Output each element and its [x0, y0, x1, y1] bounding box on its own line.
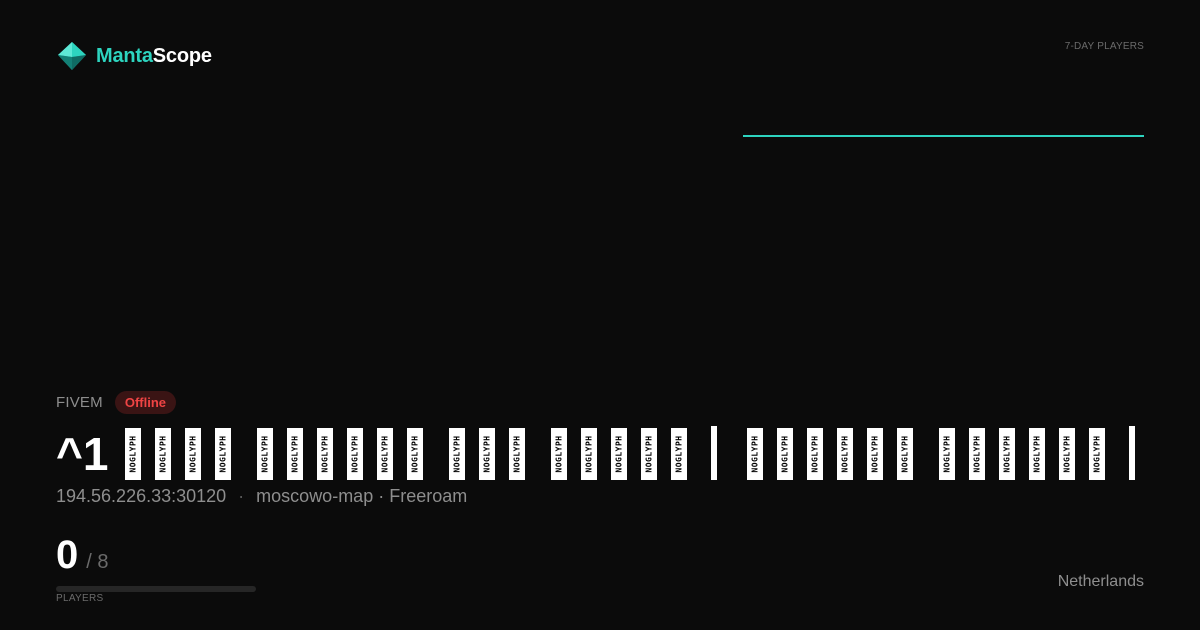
missing-glyph-box: NOGLYPH: [508, 428, 525, 480]
missing-glyph-box: NOGLYPH: [896, 428, 913, 480]
missing-glyph-label: NOGLYPH: [188, 435, 198, 473]
players-chart-svg: [743, 135, 1144, 137]
manta-logo-icon: [58, 42, 86, 70]
missing-glyph-label: NOGLYPH: [1092, 435, 1102, 473]
brand-name-part2: Scope: [152, 44, 212, 67]
separator-dot-2: ·: [378, 486, 385, 506]
missing-glyph-box: NOGLYPH: [776, 428, 793, 480]
missing-glyph-label: NOGLYPH: [512, 435, 522, 473]
brand-name-part1: Manta: [96, 44, 153, 67]
missing-glyph-label: NOGLYPH: [128, 435, 138, 473]
missing-glyph-box: NOGLYPH: [184, 428, 201, 480]
missing-glyph-label: NOGLYPH: [674, 435, 684, 473]
missing-glyph-box: NOGLYPH: [316, 428, 333, 480]
server-meta: FIVEM Offline: [56, 390, 177, 414]
missing-glyph-label: NOGLYPH: [1062, 435, 1072, 473]
missing-glyph-label: NOGLYPH: [1032, 435, 1042, 473]
missing-glyph-box: NOGLYPH: [746, 428, 763, 480]
missing-glyph-box: NOGLYPH: [968, 428, 985, 480]
missing-glyph-label: NOGLYPH: [260, 435, 270, 473]
server-details: 194.56.226.33:30120·moscowo-map · Freero…: [56, 484, 467, 508]
missing-glyph-label: NOGLYPH: [840, 435, 850, 473]
missing-glyph-label: NOGLYPH: [1002, 435, 1012, 473]
missing-glyph-box: NOGLYPH: [580, 428, 597, 480]
missing-glyph-box: NOGLYPH: [154, 428, 171, 480]
missing-glyph-box: NOGLYPH: [550, 428, 567, 480]
missing-glyph-label: NOGLYPH: [554, 435, 564, 473]
server-map: moscowo-map: [256, 486, 374, 506]
missing-glyph-label: NOGLYPH: [644, 435, 654, 473]
missing-glyph-box: NOGLYPH: [640, 428, 657, 480]
missing-glyph-label: NOGLYPH: [380, 435, 390, 473]
missing-glyph-label: NOGLYPH: [290, 435, 300, 473]
missing-glyph-box: NOGLYPH: [256, 428, 273, 480]
missing-glyph-box: NOGLYPH: [866, 428, 883, 480]
separator-dot: ·: [238, 486, 245, 506]
game-label: FIVEM: [56, 393, 103, 411]
missing-glyph-label: NOGLYPH: [780, 435, 790, 473]
missing-glyph-box: NOGLYPH: [286, 428, 303, 480]
missing-glyph-box: NOGLYPH: [938, 428, 955, 480]
missing-glyph-box: NOGLYPH: [610, 428, 627, 480]
players-progress-bar: [56, 586, 256, 592]
missing-glyph-box: NOGLYPH: [376, 428, 393, 480]
missing-glyph-box: NOGLYPH: [448, 428, 465, 480]
missing-glyph-label: NOGLYPH: [452, 435, 462, 473]
status-badge: Offline: [114, 390, 177, 414]
missing-glyph-box: NOGLYPH: [836, 428, 853, 480]
missing-glyph-sequence: NOGLYPH NOGLYPH NOGLYPH NOGLYPH NOGLYPH NOGLY…: [124, 426, 1165, 480]
server-address[interactable]: 194.56.226.33:30120: [56, 486, 227, 506]
missing-glyph-box: NOGLYPH: [670, 428, 687, 480]
missing-glyph-box: NOGLYPH: [346, 428, 363, 480]
brand-name: MantaScope: [96, 45, 212, 68]
missing-glyph-label: NOGLYPH: [900, 435, 910, 473]
missing-glyph-box: NOGLYPH: [1058, 428, 1075, 480]
missing-glyph-label: NOGLYPH: [870, 435, 880, 473]
missing-glyph-box: NOGLYPH: [998, 428, 1015, 480]
server-country: Netherlands: [1057, 573, 1144, 590]
players-max: / 8: [86, 551, 109, 573]
missing-glyph-label: NOGLYPH: [482, 435, 492, 473]
missing-glyph-label: NOGLYPH: [584, 435, 594, 473]
glyph-bar: [710, 426, 717, 480]
missing-glyph-box: NOGLYPH: [806, 428, 823, 480]
players-chart: [743, 100, 1144, 160]
missing-glyph-label: NOGLYPH: [410, 435, 420, 473]
missing-glyph-box: NOGLYPH: [406, 428, 423, 480]
missing-glyph-label: NOGLYPH: [320, 435, 330, 473]
hostname-text: ^1: [56, 428, 109, 480]
missing-glyph-box: NOGLYPH: [478, 428, 495, 480]
missing-glyph-label: NOGLYPH: [972, 435, 982, 473]
missing-glyph-label: NOGLYPH: [750, 435, 760, 473]
brand-logo[interactable]: MantaScope: [56, 40, 212, 72]
missing-glyph-label: NOGLYPH: [218, 435, 228, 473]
server-gametype: Freeroam: [389, 486, 468, 506]
missing-glyph-label: NOGLYPH: [810, 435, 820, 473]
missing-glyph-box: NOGLYPH: [124, 428, 141, 480]
missing-glyph-label: NOGLYPH: [614, 435, 624, 473]
missing-glyph-box: NOGLYPH: [1088, 428, 1105, 480]
missing-glyph-box: NOGLYPH: [214, 428, 231, 480]
players-label: PLAYERS: [56, 593, 104, 604]
players-current: 0: [56, 533, 79, 577]
missing-glyph-label: NOGLYPH: [942, 435, 952, 473]
missing-glyph-box: NOGLYPH: [1028, 428, 1045, 480]
missing-glyph-label: NOGLYPH: [158, 435, 168, 473]
chart-caption: 7-DAY PLAYERS: [1064, 41, 1144, 52]
glyph-bar: [1128, 426, 1135, 480]
player-count: 0 / 8: [56, 533, 109, 577]
missing-glyph-label: NOGLYPH: [350, 435, 360, 473]
